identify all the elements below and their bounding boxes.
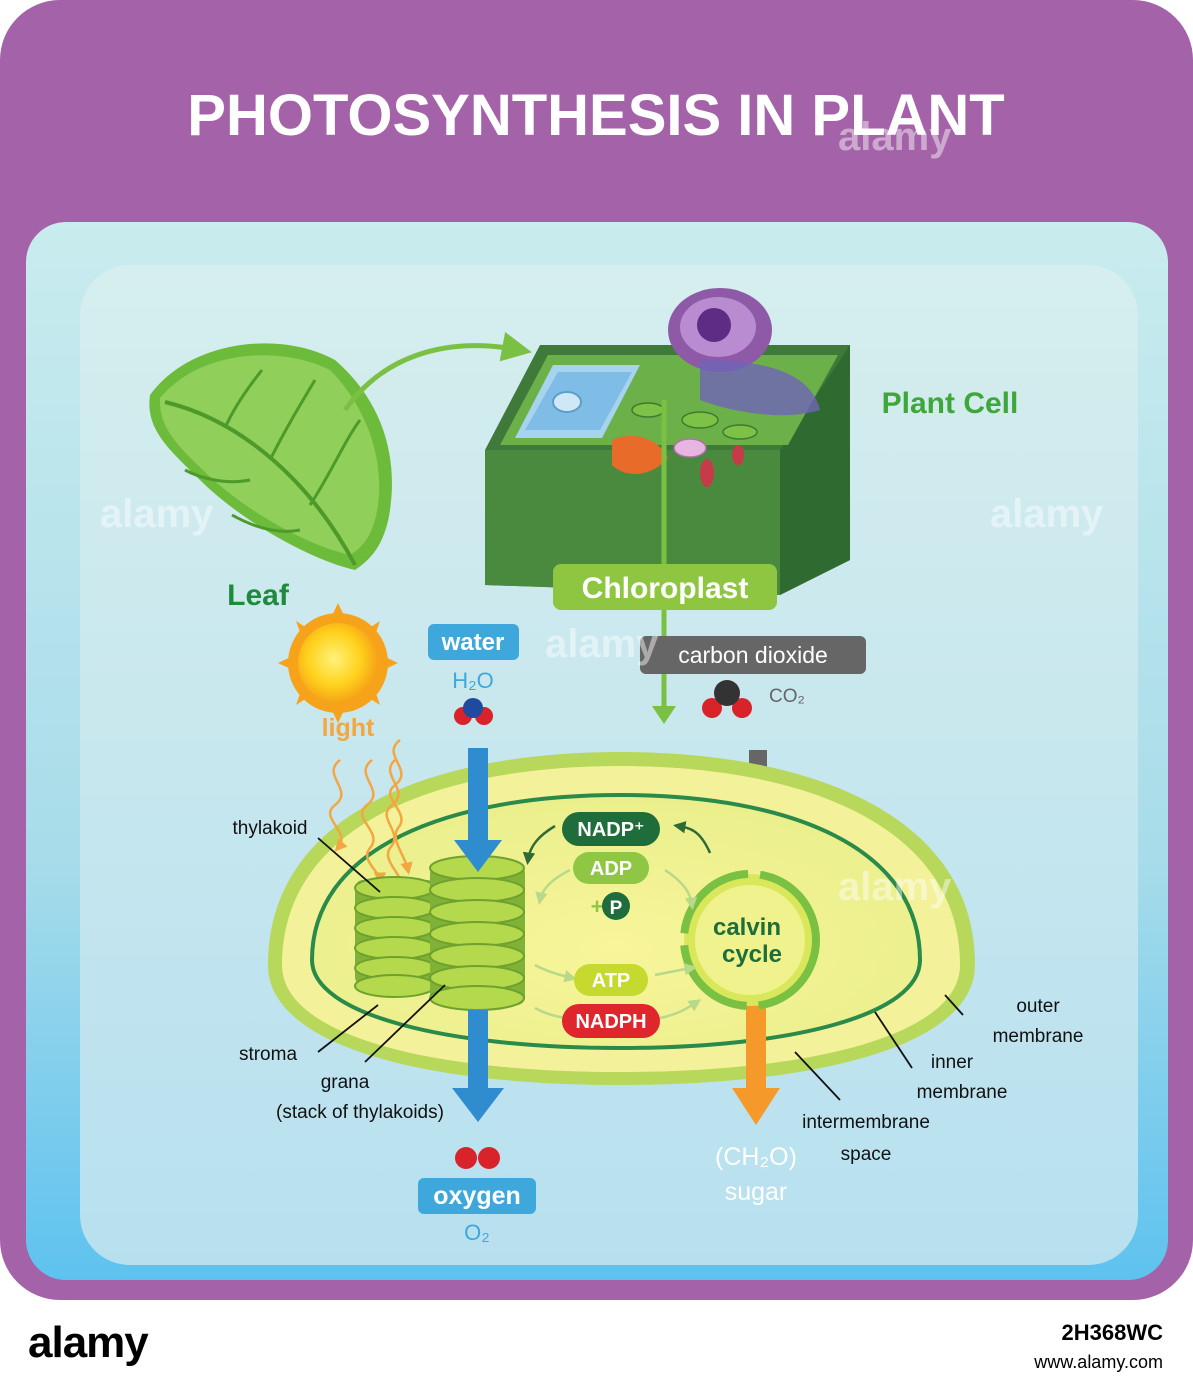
co2-molecule-icon — [702, 680, 752, 718]
calvin-cycle-icon — [680, 870, 820, 1010]
cycle-arrow-nadph-to-calvin — [659, 999, 702, 1020]
light-rays — [328, 739, 413, 890]
co2-formula: CO₂ — [769, 686, 805, 707]
stroma-label: stroma — [239, 1044, 298, 1065]
phosphate-icon — [602, 892, 630, 920]
nadp-label: NADP⁺ — [577, 819, 644, 841]
sugar-arrowhead — [732, 1088, 780, 1125]
atp-label: ATP — [592, 970, 631, 992]
grana-sublabel: (stack of thylakoids) — [276, 1102, 444, 1123]
nadph-badge — [562, 1004, 660, 1038]
leaf-to-cell-arrow — [342, 331, 532, 412]
intermembrane-label-line2: space — [841, 1144, 892, 1165]
brand-logo: alamy — [28, 1318, 149, 1367]
chloroplast-arrowhead — [652, 706, 676, 724]
phosphate-label: P — [610, 898, 623, 919]
water-badge — [428, 624, 519, 660]
cycle-arrow-adp — [535, 868, 571, 905]
oxygen-label: oxygen — [433, 1182, 521, 1210]
calvin-label-line1: calvin — [713, 914, 781, 941]
ch2o-formula: (CH₂O) — [715, 1143, 797, 1171]
water-arrow-shaft — [468, 748, 488, 843]
grana-stack-left — [354, 876, 436, 998]
water-arrowhead — [454, 840, 502, 872]
site-url: www.alamy.com — [1034, 1352, 1163, 1372]
cycle-arrow-adp-right — [664, 868, 698, 910]
sugar-arrow-shaft — [746, 1000, 766, 1090]
light-label: light — [322, 714, 375, 742]
atp-badge — [574, 964, 648, 996]
chloroplast-label: Chloroplast — [582, 572, 749, 605]
outer-membrane-label-line1: outer — [1016, 996, 1060, 1017]
h2o-formula: H₂O — [452, 668, 494, 693]
leaf-label: Leaf — [227, 579, 290, 612]
intermembrane-label-line1: intermembrane — [802, 1112, 930, 1133]
cycle-arrow-to-atp — [534, 963, 577, 983]
inner-membrane-label-line2: membrane — [917, 1082, 1008, 1103]
image-id: 2H368WC — [1061, 1320, 1163, 1345]
page-title: PHOTOSYNTHESIS IN PLANT — [187, 83, 1004, 148]
thylakoid-label: thylakoid — [233, 818, 308, 839]
sugar-label: sugar — [725, 1178, 788, 1206]
oxygen-arrowhead — [452, 1088, 504, 1122]
grana-label: grana — [321, 1072, 370, 1093]
cycle-arrow-atp-to-calvin — [654, 963, 697, 977]
cycle-arrow-nadp-to-grana — [522, 824, 556, 865]
adp-badge — [573, 852, 649, 884]
o2-formula: O₂ — [464, 1220, 490, 1245]
plant-cell-label: Plant Cell — [882, 387, 1019, 420]
water-label: water — [441, 629, 505, 656]
carbon-dioxide-badge — [640, 636, 866, 674]
plus-sign: + — [591, 894, 604, 919]
callout-lines — [317, 837, 964, 1101]
footer-bar: alamy 2H368WC www.alamy.com — [0, 1300, 1193, 1390]
photosynthesis-diagram: PHOTOSYNTHESIS IN PLANT Plant Cell Leaf — [0, 0, 1193, 1300]
carbon-dioxide-label: carbon dioxide — [678, 642, 828, 668]
sun-icon — [278, 603, 398, 723]
inner-membrane-label-line1: inner — [931, 1052, 974, 1073]
outer-membrane-label-line2: membrane — [993, 1026, 1084, 1047]
oxygen-arrow-shaft — [468, 1010, 488, 1090]
adp-label: ADP — [590, 858, 632, 880]
nadph-label: NADPH — [575, 1011, 646, 1033]
leaf-illustration — [149, 343, 392, 570]
calvin-label-line2: cycle — [722, 941, 782, 968]
plant-cell-illustration — [485, 288, 850, 595]
h2o-molecule-icon — [454, 698, 493, 725]
chloroplast-badge — [553, 564, 777, 610]
nadp-badge — [562, 812, 660, 846]
oxygen-badge — [418, 1178, 536, 1214]
cycle-arrow-to-nadp — [673, 821, 712, 854]
o2-molecule-icon — [455, 1147, 500, 1169]
